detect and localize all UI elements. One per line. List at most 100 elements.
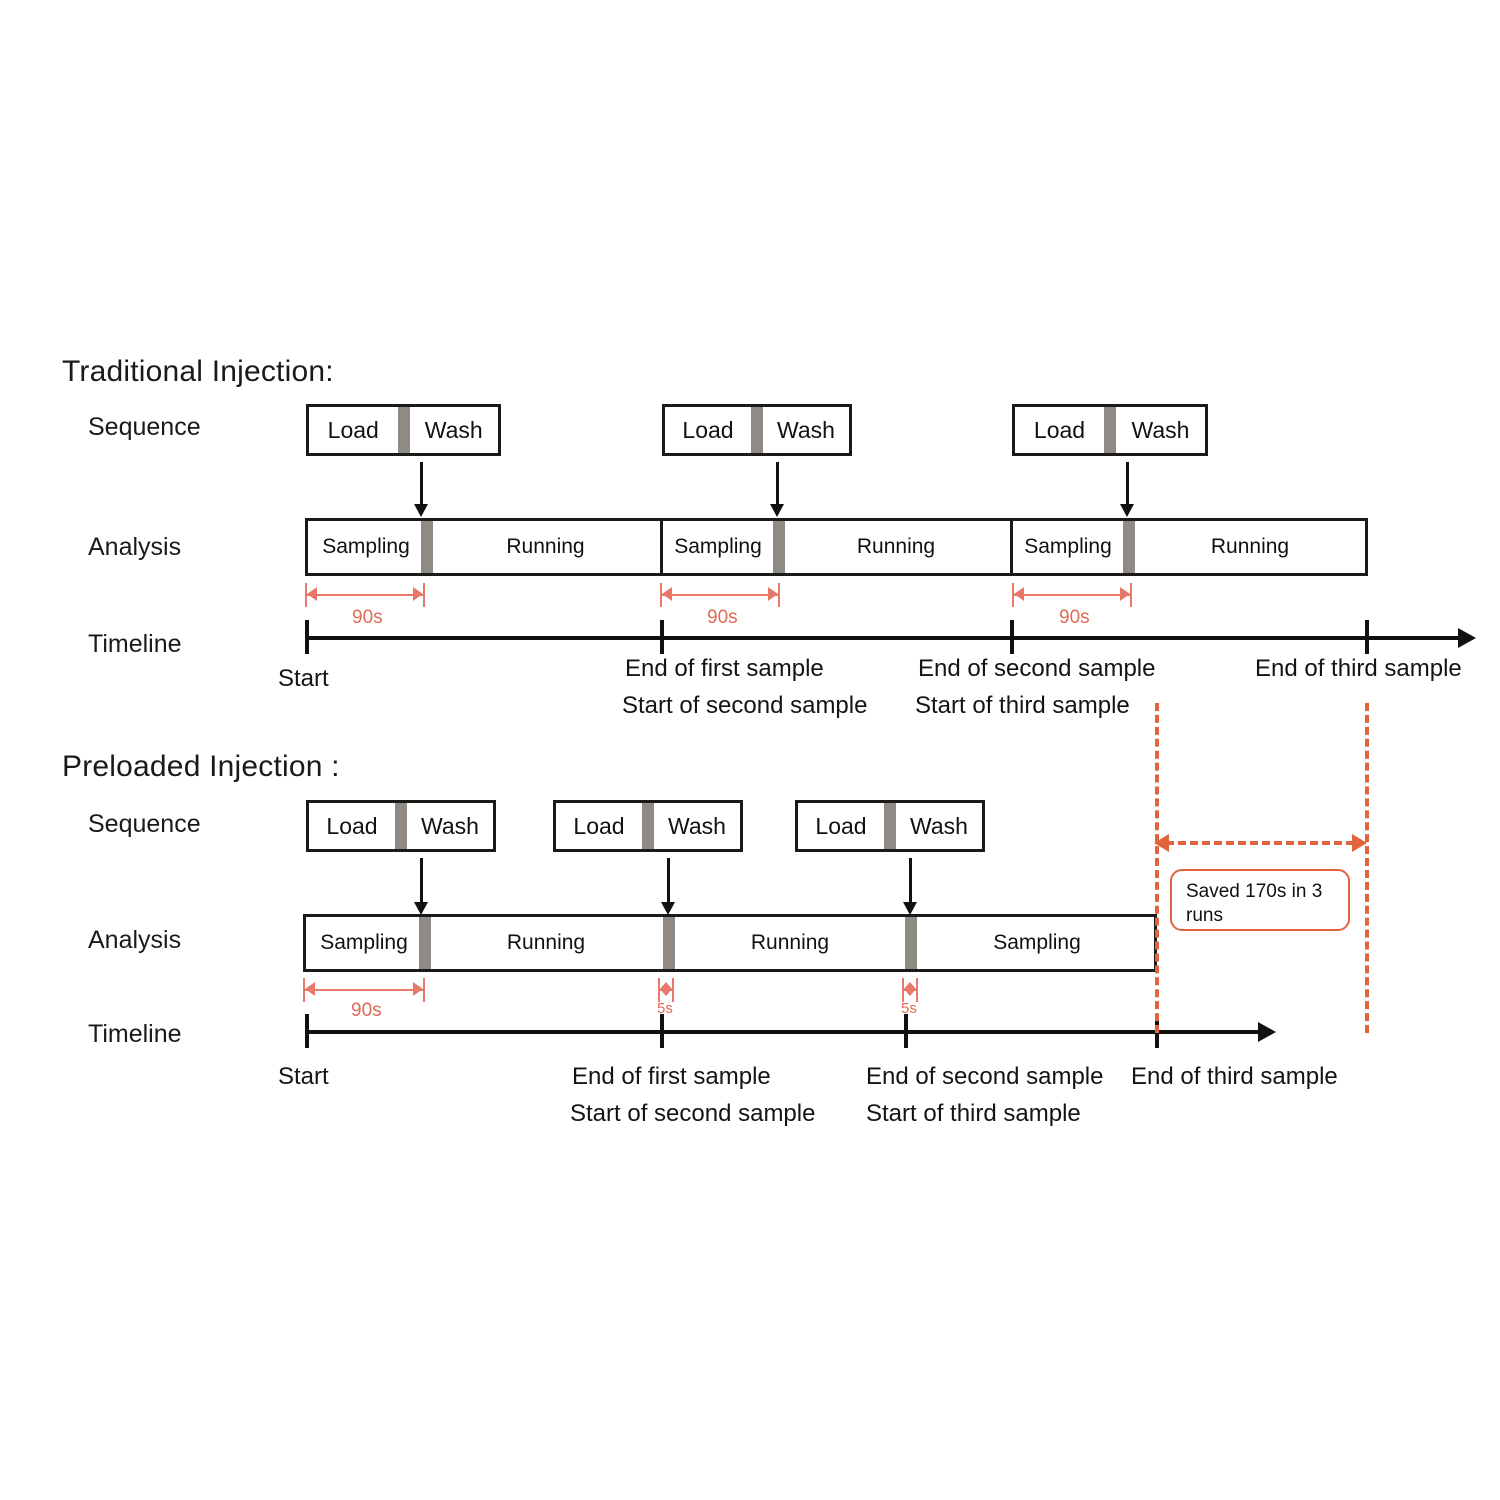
traditional-timeline-tick-1 (305, 620, 309, 654)
traditional-measure-2 (660, 583, 780, 609)
traditional-timeline-tick-2 (660, 620, 664, 654)
preloaded-timeline-tick-3 (904, 1014, 908, 1048)
savings-arrow-right-icon (1352, 834, 1367, 852)
analysis-segment: Sampling (320, 931, 408, 954)
wash-cell: Wash (424, 416, 483, 443)
analysis-segment: Running (506, 535, 585, 558)
savings-guide-line-left (1155, 703, 1159, 1033)
traditional-timeline-arrowhead-icon (1458, 628, 1476, 648)
preloaded-measure-2 (658, 978, 674, 1004)
load-wash-separator (884, 803, 896, 849)
preloaded-caption-3-line2: Start of third sample (866, 1100, 1081, 1127)
preloaded-sequence-box-1[interactable]: Load Wash (306, 800, 496, 852)
savings-span-line (1166, 841, 1354, 845)
load-wash-separator (395, 803, 407, 849)
traditional-caption-2-line2: Start of second sample (622, 692, 868, 719)
wash-cell: Wash (1131, 416, 1190, 443)
savings-guide-line-right (1365, 703, 1369, 1033)
load-cell: Load (326, 812, 378, 839)
traditional-timeline-axis (305, 636, 1460, 640)
preloaded-sequence-box-2[interactable]: Load Wash (553, 800, 743, 852)
load-wash-separator (751, 407, 763, 453)
preloaded-caption-1-line1: Start (278, 1063, 329, 1090)
traditional-row-label-timeline: Timeline (88, 630, 182, 658)
traditional-timeline-tick-4 (1365, 620, 1369, 654)
down-arrow-icon-1 (414, 462, 428, 518)
load-cell: Load (682, 416, 734, 443)
analysis-segment: Sampling (993, 931, 1081, 954)
savings-callout: Saved 170s in 3 runs (1170, 869, 1350, 931)
analysis-grey-band (421, 521, 433, 573)
preloaded-timeline-axis (305, 1030, 1260, 1034)
preloaded-section-title: Preloaded Injection : (62, 750, 340, 783)
traditional-caption-3-line1: End of second sample (918, 655, 1156, 682)
traditional-measure-label-2: 90s (707, 607, 738, 628)
analysis-grey-band (1123, 521, 1135, 573)
analysis-segment: Running (856, 535, 936, 558)
analysis-divider (660, 521, 663, 573)
preloaded-measure-label-3: 5s (901, 1000, 917, 1017)
load-wash-separator (642, 803, 654, 849)
traditional-caption-2-line1: End of first sample (625, 655, 824, 682)
analysis-divider (1010, 521, 1013, 573)
wash-cell: Wash (777, 416, 835, 443)
analysis-segment: Sampling (674, 535, 762, 558)
down-arrow-icon-3 (1120, 462, 1134, 518)
wash-cell: Wash (421, 812, 479, 839)
load-cell: Load (1033, 416, 1086, 443)
traditional-analysis-bar: Sampling Running Sampling Running Sampli… (305, 518, 1368, 576)
preloaded-caption-2-line2: Start of second sample (570, 1100, 816, 1127)
savings-callout-line1: Saved 170s in 3 (1186, 881, 1323, 902)
traditional-row-label-analysis: Analysis (88, 533, 182, 561)
down-arrow-icon-5 (661, 858, 675, 916)
traditional-measure-label-1: 90s (352, 607, 383, 628)
down-arrow-icon-6 (903, 858, 917, 916)
analysis-segment: Sampling (322, 535, 410, 558)
traditional-sequence-box-2[interactable]: Load Wash (662, 404, 852, 456)
traditional-section-title: Traditional Injection: (62, 355, 334, 388)
analysis-grey-band (419, 917, 431, 969)
preloaded-row-label-analysis: Analysis (88, 926, 182, 954)
analysis-grey-band (905, 917, 917, 969)
preloaded-timeline-arrowhead-icon (1258, 1022, 1276, 1042)
traditional-row-label-sequence: Sequence (88, 413, 201, 441)
traditional-measure-3 (1012, 583, 1132, 609)
down-arrow-icon-4 (414, 858, 428, 916)
load-cell: Load (573, 812, 625, 839)
savings-arrow-left-icon (1154, 834, 1169, 852)
savings-callout-line2: runs (1186, 904, 1223, 926)
traditional-timeline-tick-3 (1010, 620, 1014, 654)
preloaded-row-label-sequence: Sequence (88, 810, 201, 838)
traditional-measure-label-3: 90s (1059, 607, 1090, 628)
preloaded-measure-label-2: 5s (657, 1000, 673, 1017)
analysis-segment: Running (750, 931, 830, 954)
traditional-caption-3-line2: Start of third sample (915, 692, 1130, 719)
preloaded-caption-3-line1: End of second sample (866, 1063, 1104, 1090)
wash-cell: Wash (910, 812, 968, 839)
load-wash-separator (1104, 407, 1116, 453)
preloaded-timeline-tick-2 (660, 1014, 664, 1048)
preloaded-measure-1 (303, 978, 425, 1004)
load-wash-separator (397, 407, 410, 453)
traditional-sequence-box-3[interactable]: Load Wash (1012, 404, 1208, 456)
preloaded-timeline-tick-1 (305, 1014, 309, 1048)
load-cell: Load (327, 416, 379, 443)
preloaded-measure-label-1: 90s (351, 1000, 382, 1021)
traditional-measure-1 (305, 583, 425, 609)
preloaded-analysis-bar: Sampling Running Running Sampling (303, 914, 1157, 972)
load-cell: Load (815, 812, 867, 839)
traditional-caption-1-line1: Start (278, 665, 329, 692)
wash-cell: Wash (668, 812, 726, 839)
preloaded-sequence-box-3[interactable]: Load Wash (795, 800, 985, 852)
preloaded-caption-4-line1: End of third sample (1131, 1063, 1338, 1090)
preloaded-caption-2-line1: End of first sample (572, 1063, 771, 1090)
analysis-segment: Sampling (1024, 535, 1112, 558)
analysis-grey-band (663, 917, 675, 969)
preloaded-measure-3 (902, 978, 918, 1004)
traditional-sequence-box-1[interactable]: Load Wash (306, 404, 501, 456)
analysis-segment: Running (1210, 535, 1290, 558)
analysis-segment: Running (506, 931, 586, 954)
preloaded-row-label-timeline: Timeline (88, 1020, 182, 1048)
traditional-caption-4-line1: End of third sample (1255, 655, 1462, 682)
